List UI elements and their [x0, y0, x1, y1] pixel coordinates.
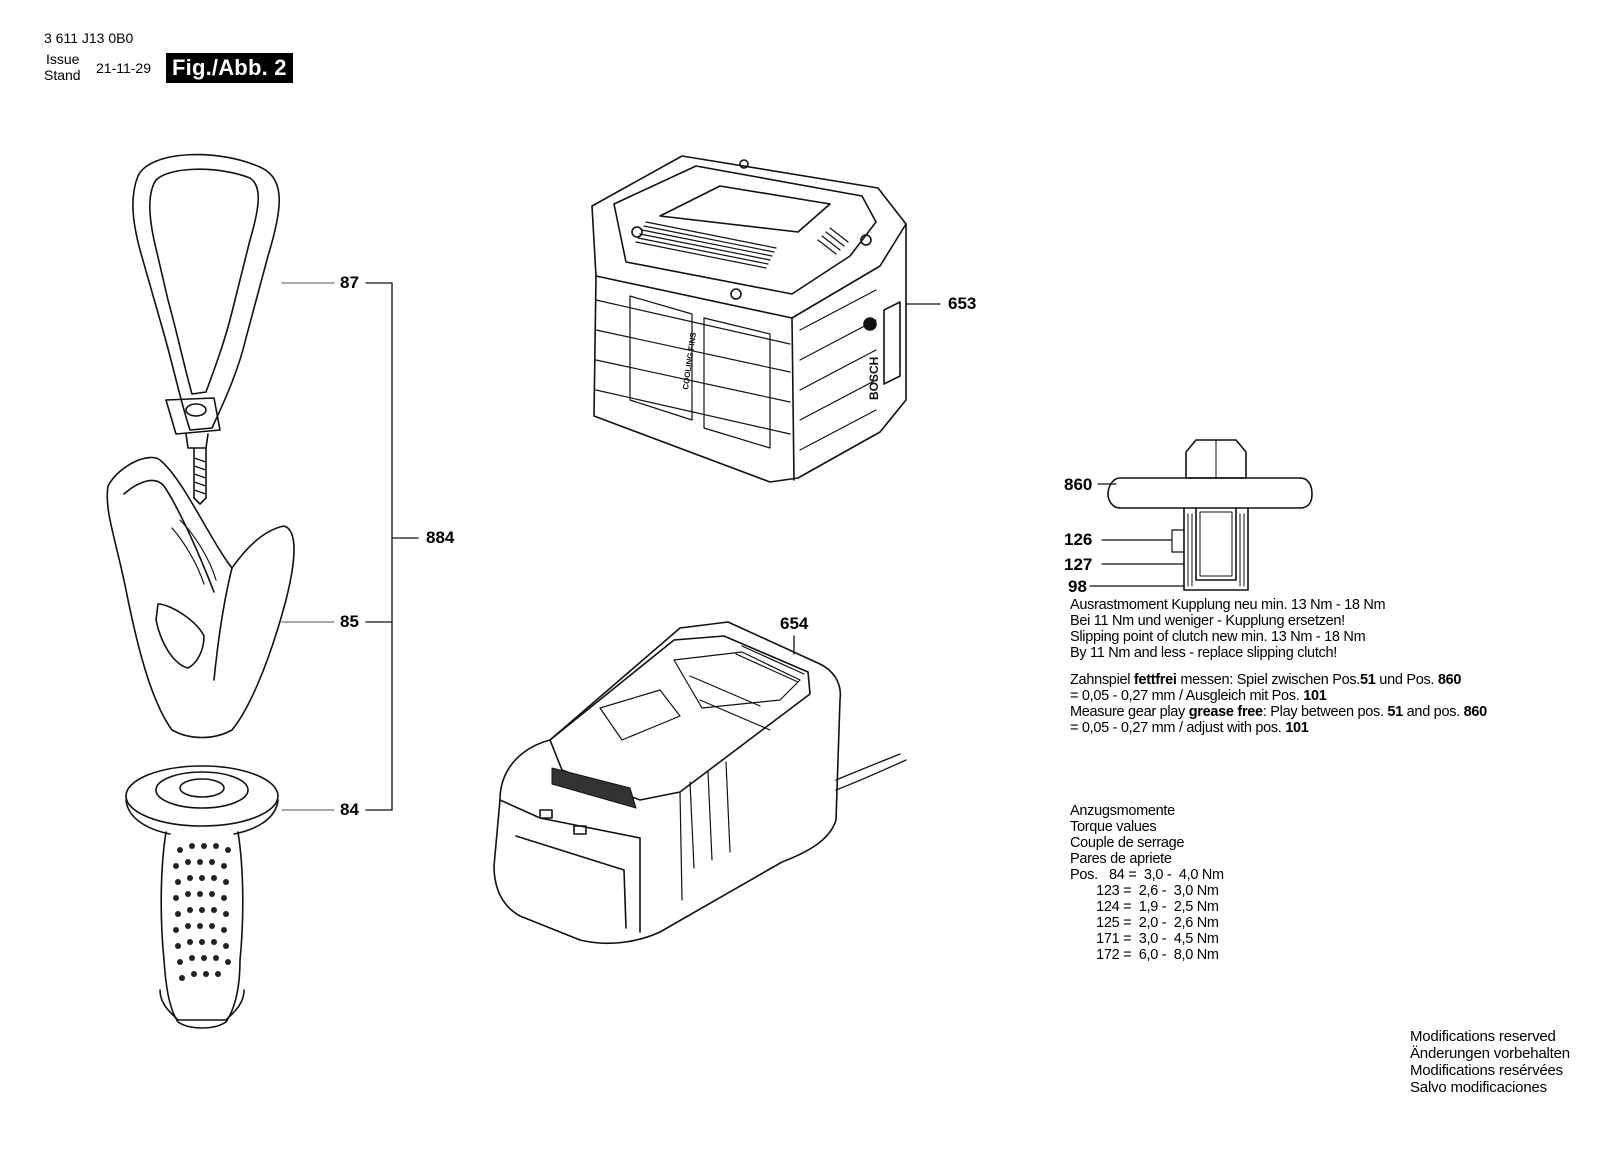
torque-row: 124 = 1,9 - 2,5 Nm	[1070, 899, 1219, 915]
modifications-fr: Modifications resérvées	[1410, 1062, 1563, 1079]
label-part-860: 860	[1064, 475, 1093, 494]
clutch-note-line: By 11 Nm and less - replace slipping clu…	[1070, 645, 1337, 661]
bold-text: fettfrei	[1133, 672, 1177, 688]
torque-row: 171 = 3,0 - 4,5 Nm	[1070, 931, 1219, 947]
issue-date: 21-11-29	[96, 60, 152, 76]
torque-row: Pos. 84 = 3,0 - 4,0 Nm	[1070, 867, 1224, 883]
text: = 0,05 - 0,27 mm / Ausgleich mit Pos.	[1070, 688, 1304, 704]
clutch-note-line: Ausrastmoment Kupplung neu min. 13 Nm - …	[1070, 597, 1386, 613]
bold-text: 51	[1387, 704, 1403, 720]
label-part-98: 98	[1068, 577, 1087, 596]
gear-note-line: Measure gear play grease free: Play betw…	[1070, 704, 1487, 720]
label-part-87: 87	[340, 273, 359, 292]
torque-row: 123 = 2,6 - 3,0 Nm	[1070, 883, 1219, 899]
bold-text: 51	[1360, 672, 1376, 688]
gear-play-note: Zahnspiel fettfrei messen: Spiel zwische…	[1070, 672, 1487, 736]
issue-label: Issue	[46, 51, 80, 67]
vent-stripes	[635, 221, 849, 269]
torque-title: Pares de apriete	[1070, 851, 1172, 867]
document-number: 3 611 J13 0B0	[44, 30, 134, 46]
bold-text: grease free	[1188, 704, 1263, 720]
clutch-note: Ausrastmoment Kupplung neu min. 13 Nm - …	[1070, 597, 1386, 661]
clutch-cross-section	[1089, 439, 1313, 591]
clutch-note-line: Slipping point of clutch new min. 13 Nm …	[1070, 629, 1366, 645]
gear-note-line: = 0,05 - 0,27 mm / Ausgleich mit Pos. 10…	[1070, 688, 1487, 704]
part-653-battery	[591, 155, 941, 483]
torque-rows: Pos. 84 = 3,0 - 4,0 Nm 123 = 2,6 - 3,0 N…	[1070, 867, 1224, 963]
torque-title: Anzugsmomente	[1070, 803, 1175, 819]
label-part-84: 84	[340, 800, 359, 819]
label-part-127: 127	[1064, 555, 1093, 574]
modifications-es: Salvo modificaciones	[1410, 1079, 1547, 1096]
clutch-leaders	[1089, 483, 1185, 587]
battery-brand-label: BOSCH	[867, 357, 881, 400]
part-84-auxiliary-handle	[125, 765, 279, 1029]
text: : Play between pos.	[1262, 704, 1388, 720]
label-part-654: 654	[780, 614, 809, 633]
modifications-de: Änderungen vorbehalten	[1410, 1045, 1570, 1062]
torque-row: 125 = 2,0 - 2,6 Nm	[1070, 915, 1219, 931]
label-part-884: 884	[426, 528, 455, 547]
label-part-85: 85	[340, 612, 359, 631]
part-87-handle-loop	[132, 153, 281, 505]
bold-text: 860	[1437, 672, 1462, 688]
text: Measure gear play	[1070, 704, 1189, 720]
part-654-charger	[493, 621, 907, 945]
stand-label: Stand	[44, 67, 81, 83]
text: messen: Spiel zwischen Pos.	[1176, 672, 1361, 688]
torque-row: 172 = 6,0 - 8,0 Nm	[1070, 947, 1219, 963]
bold-text: 101	[1303, 688, 1327, 704]
text: und Pos.	[1375, 672, 1438, 688]
bold-text: 101	[1285, 720, 1309, 736]
torque-title: Couple de serrage	[1070, 835, 1185, 851]
gear-note-line: = 0,05 - 0,27 mm / adjust with pos. 101	[1070, 720, 1487, 736]
modifications-notice: Modifications reserved Änderungen vorbeh…	[1410, 1028, 1570, 1096]
charger-vents	[689, 645, 805, 731]
grip-texture	[173, 843, 231, 981]
label-part-126: 126	[1064, 530, 1093, 549]
figure-label: Fig./Abb. 2	[166, 53, 293, 83]
bold-text: 860	[1463, 704, 1488, 720]
clutch-note-line: Bei 11 Nm und weniger - Kupplung ersetze…	[1070, 613, 1345, 629]
label-part-653: 653	[948, 294, 977, 313]
left-leaders	[281, 282, 419, 811]
modifications-en: Modifications reserved	[1410, 1028, 1556, 1045]
text: Zahnspiel	[1070, 672, 1134, 688]
part-85-grip-shell	[106, 456, 295, 739]
gear-note-line: Zahnspiel fettfrei messen: Spiel zwische…	[1070, 672, 1487, 688]
torque-values: Anzugsmomente Torque values Couple de se…	[1070, 803, 1224, 963]
text: and pos.	[1402, 704, 1464, 720]
text: = 0,05 - 0,27 mm / adjust with pos.	[1070, 720, 1286, 736]
torque-title: Torque values	[1070, 819, 1157, 835]
